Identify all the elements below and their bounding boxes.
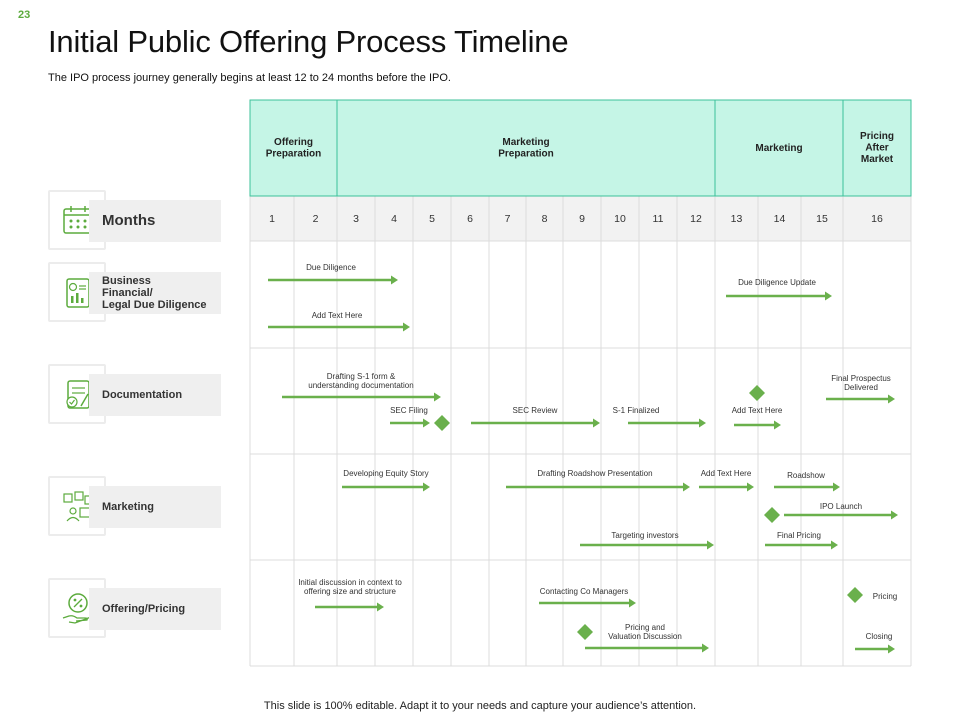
row-label-marketing-box: Marketing	[89, 486, 221, 528]
activity-label: S-1 Finalized	[613, 406, 660, 415]
month-label: 5	[429, 213, 435, 225]
phase-header-cell	[249, 99, 338, 197]
milestone-diamond	[434, 415, 450, 431]
activity-arrow-head	[377, 602, 384, 612]
document-checklist-icon	[66, 380, 90, 409]
activity-arrow-head	[747, 482, 754, 492]
page-subtitle: The IPO process journey generally begins…	[48, 72, 451, 84]
milestone-diamond	[749, 385, 765, 401]
slide-number: 23	[18, 9, 31, 21]
row-label-offering-pricing-box: Offering/Pricing	[89, 588, 221, 630]
activity-arrow-head	[888, 644, 895, 654]
month-label: 10	[614, 213, 626, 225]
activity-arrow-head	[774, 420, 781, 430]
activity-arrow-head	[403, 322, 410, 332]
activity-label: Final Pricing	[777, 531, 821, 540]
activity-arrow-head	[593, 418, 600, 428]
activity-label: Developing Equity Story	[343, 469, 428, 478]
activity-label: Due Diligence	[306, 263, 356, 272]
activity-arrow-head	[702, 643, 709, 653]
row-label-months-box: Months	[89, 200, 221, 242]
activity-arrow-head	[683, 482, 690, 492]
row-label-documentation-box: Documentation	[89, 374, 221, 416]
month-label: 13	[731, 213, 743, 225]
marketing-board-icon	[63, 491, 94, 522]
month-label: 9	[579, 213, 585, 225]
month-label: 14	[774, 213, 786, 225]
footer-note: This slide is 100% editable. Adapt it to…	[263, 700, 697, 712]
activity-label: Contacting Co Managers	[540, 587, 629, 596]
activity-label: Closing	[866, 632, 893, 641]
month-label: 12	[690, 213, 702, 225]
activity-arrow-head	[423, 418, 430, 428]
phase-header-cell	[842, 99, 912, 197]
milestone-diamond	[764, 507, 780, 523]
milestone-diamond	[847, 587, 863, 603]
phase-label: Marketing	[755, 143, 802, 154]
activity-arrow-head	[423, 482, 430, 492]
row-label-text: Months	[102, 212, 156, 229]
activity-label: Add Text Here	[312, 311, 363, 320]
month-label: 4	[391, 213, 397, 225]
activity-label: Due Diligence Update	[738, 278, 816, 287]
row-label-text: Business Financial/ Legal Due Diligence	[102, 275, 207, 311]
activity-arrow-head	[831, 540, 838, 550]
month-label: 15	[816, 213, 828, 225]
row-label-text: Marketing	[102, 501, 154, 513]
activity-label: Add Text Here	[732, 406, 783, 415]
milestone-diamond	[577, 624, 593, 640]
phase-header-cell	[336, 99, 716, 197]
activity-label: Drafting Roadshow Presentation	[537, 469, 652, 478]
month-label: 1	[269, 213, 275, 225]
activity-label: IPO Launch	[820, 502, 862, 511]
month-label: 7	[505, 213, 511, 225]
activity-label: Add Text Here	[701, 469, 752, 478]
month-label: 8	[542, 213, 548, 225]
activity-label: Pricing	[873, 592, 897, 601]
activity-label: Targeting investors	[611, 531, 678, 540]
activity-arrow-head	[391, 275, 398, 285]
activity-arrow-head	[833, 482, 840, 492]
activity-arrow-head	[629, 598, 636, 608]
percent-hand-icon	[62, 593, 92, 624]
month-label: 11	[653, 213, 664, 225]
row-label-text: Documentation	[102, 389, 183, 401]
month-label: 6	[467, 213, 473, 225]
activity-label: Roadshow	[787, 471, 825, 480]
activity-arrow-head	[891, 510, 898, 520]
month-label: 16	[871, 213, 883, 225]
month-label: 3	[353, 213, 359, 225]
row-label-due-diligence-box: Business Financial/ Legal Due Diligence	[89, 272, 221, 314]
month-label: 2	[313, 213, 319, 225]
activity-arrow-head	[434, 392, 441, 402]
activity-arrow-head	[825, 291, 832, 301]
activity-arrow-head	[888, 394, 895, 404]
page-title: Initial Public Offering Process Timeline	[48, 24, 569, 59]
phase-header-border	[249, 99, 912, 197]
activity-arrow-head	[707, 540, 714, 550]
activity-label: SEC Review	[513, 406, 558, 415]
phase-header-cell	[714, 99, 844, 197]
row-label-text: Offering/Pricing	[102, 603, 186, 615]
activity-arrow-head	[699, 418, 706, 428]
activity-label: SEC Filing	[390, 406, 428, 415]
activity-label: Drafting S-1 form &understanding documen…	[308, 372, 413, 390]
